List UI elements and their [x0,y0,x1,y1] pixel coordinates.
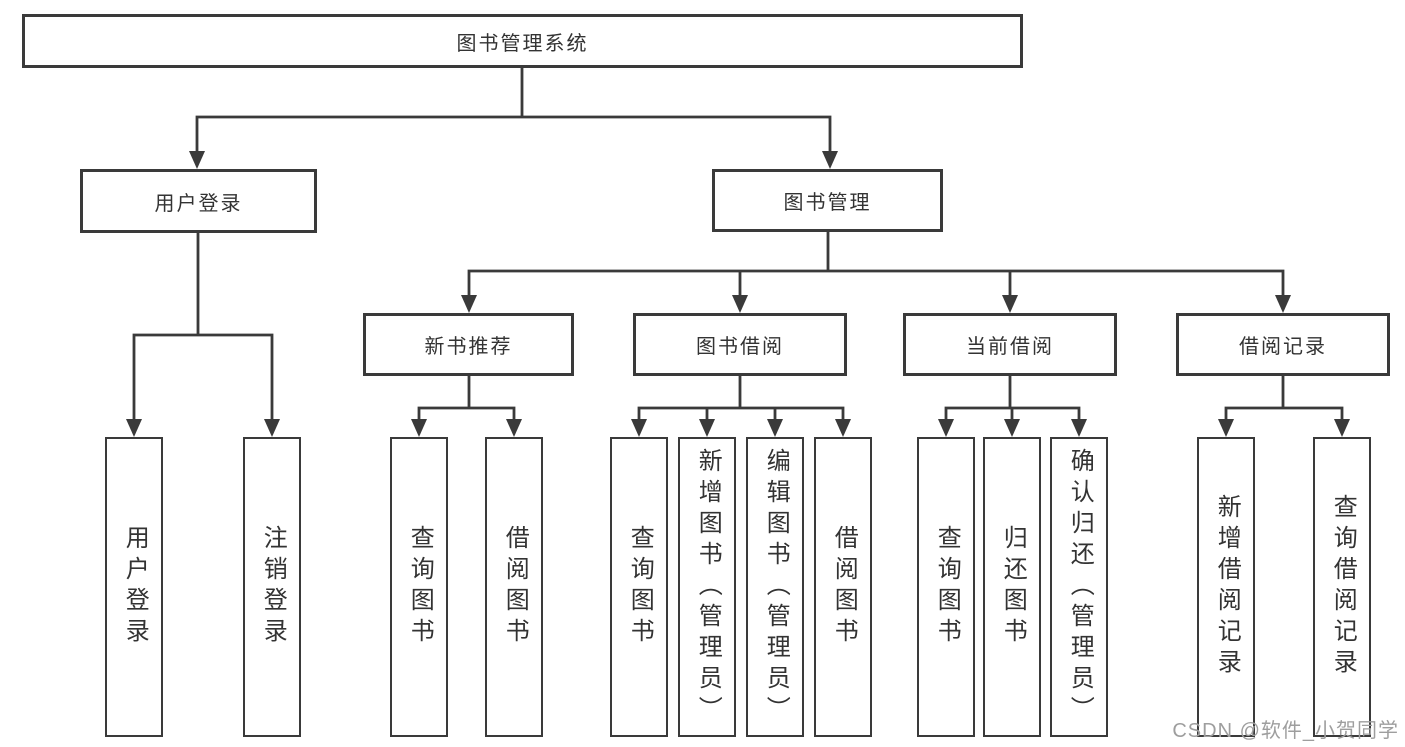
leaf-query-borrow-record: 查询借阅记录 [1313,437,1371,737]
node-book-borrow: 图书借阅 [633,313,847,376]
leaf-query-books-current: 查询图书 [917,437,975,737]
node-book-management: 图书管理 [712,169,943,232]
node-new-book-recommend-label: 新书推荐 [424,336,513,358]
leaf-borrow-books-label: 借阅图书 [830,525,858,649]
leaf-user-login-label: 用户登录 [121,525,149,649]
leaf-borrow-books-recommend-label: 借阅图书 [501,525,529,649]
leaf-confirm-return-admin: 确认归还（管理员） [1050,437,1108,737]
leaf-confirm-return-admin-label: 确认归还（管理员） [1066,447,1094,727]
node-borrow-records-label: 借阅记录 [1239,336,1327,358]
node-root: 图书管理系统 [22,14,1023,68]
leaf-query-books-recommend-label: 查询图书 [406,525,434,649]
leaf-logout-label: 注销登录 [259,525,287,649]
node-borrow-records: 借阅记录 [1176,313,1390,376]
leaf-edit-book-admin-label: 编辑图书（管理员） [762,447,790,727]
node-user-login: 用户登录 [80,169,317,233]
leaf-query-books-current-label: 查询图书 [933,525,961,649]
node-current-borrow: 当前借阅 [903,313,1117,376]
leaf-add-book-admin-label: 新增图书（管理员） [694,447,722,727]
leaf-query-books-recommend: 查询图书 [390,437,448,737]
leaf-return-book-label: 归还图书 [999,525,1027,649]
leaf-add-borrow-record-label: 新增借阅记录 [1213,494,1241,680]
node-book-management-label: 图书管理 [783,192,872,214]
watermark: CSDN @软件_小贺同学 [1172,720,1399,742]
leaf-query-books-borrow-label: 查询图书 [626,525,654,649]
leaf-borrow-books-recommend: 借阅图书 [485,437,543,737]
leaf-add-borrow-record: 新增借阅记录 [1197,437,1255,737]
node-book-borrow-label: 图书借阅 [696,336,784,358]
leaf-query-borrow-record-label: 查询借阅记录 [1329,494,1357,680]
leaf-edit-book-admin: 编辑图书（管理员） [746,437,804,737]
leaf-borrow-books: 借阅图书 [814,437,872,737]
node-current-borrow-label: 当前借阅 [966,336,1054,358]
node-root-label: 图书管理系统 [456,32,589,55]
leaf-user-login: 用户登录 [105,437,163,737]
node-user-login-label: 用户登录 [154,192,243,215]
leaf-return-book: 归还图书 [983,437,1041,737]
leaf-add-book-admin: 新增图书（管理员） [678,437,736,737]
leaf-query-books-borrow: 查询图书 [610,437,668,737]
node-new-book-recommend: 新书推荐 [363,313,574,376]
leaf-logout: 注销登录 [243,437,301,737]
